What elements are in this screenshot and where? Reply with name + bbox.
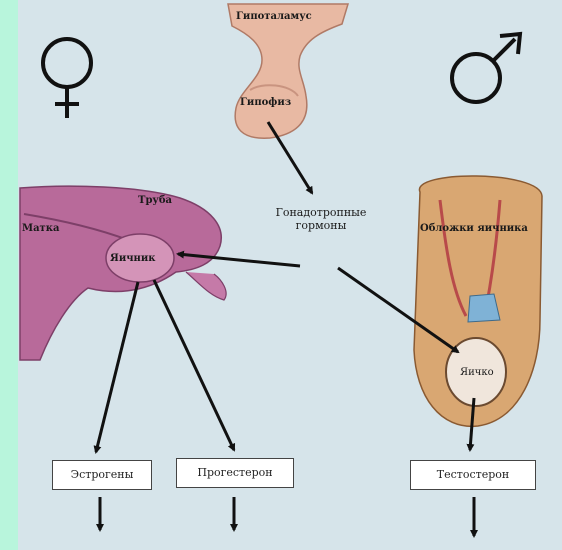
uterus-illustration	[20, 186, 226, 360]
tube-label: Труба	[138, 194, 172, 207]
epididymis-label: Обложки яичника	[420, 222, 528, 235]
ovary-label: Яичник	[110, 252, 156, 265]
female-symbol-icon	[43, 39, 91, 118]
pituitary-illustration	[228, 4, 348, 138]
estrogens-box: Эстрогены	[52, 460, 152, 490]
hypothalamus-label: Гипоталамус	[236, 10, 312, 23]
testosterone-box: Тестостерон	[410, 460, 536, 490]
testis-illustration	[414, 176, 542, 426]
male-symbol-icon	[452, 34, 520, 102]
gonadotropins-label: Гонадотропные гормоны	[262, 206, 380, 232]
uterus-label: Матка	[22, 222, 59, 235]
progesterone-box: Прогестерон	[176, 458, 294, 488]
testis-label: Яичко	[460, 366, 494, 379]
pituitary-label: Гипофиз	[240, 96, 291, 109]
